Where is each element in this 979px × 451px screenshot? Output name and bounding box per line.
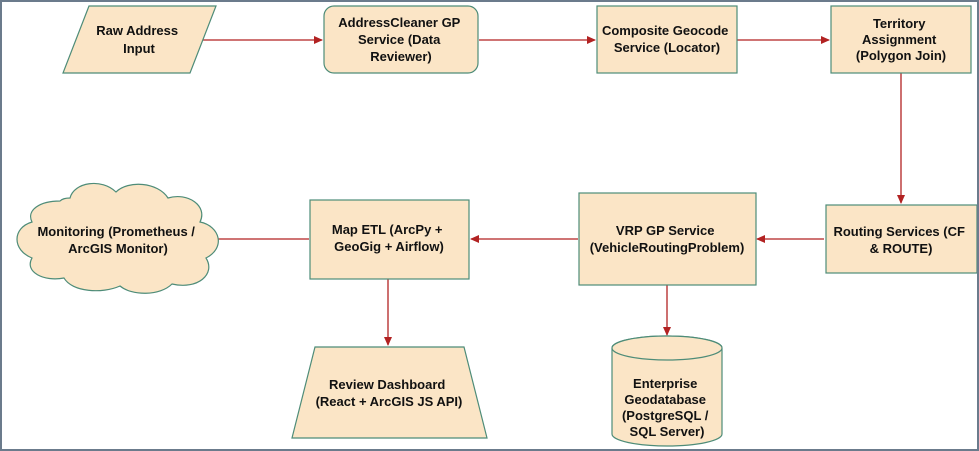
- raw-address-input-label: Raw Address Input: [96, 23, 182, 56]
- routing-services-line-1: Routing Services (CF: [833, 224, 965, 239]
- map-etl-line-2: GeoGig + Airflow): [334, 239, 444, 254]
- territory-assignment-shape[interactable]: [830, 5, 972, 74]
- monitoring-line-2: ArcGIS Monitor): [68, 241, 168, 256]
- raw-address-input-line-1: Raw Address: [96, 23, 178, 38]
- composite-geocode-line-2: Service (Locator): [614, 40, 720, 55]
- geodatabase-line-3: (PostgreSQL /: [622, 408, 709, 423]
- review-dashboard-line-2: (React + ArcGIS JS API): [316, 394, 463, 409]
- labels: Raw Address Input AddressCleaner GP Serv…: [37, 15, 968, 439]
- address-cleaner-label: AddressCleaner GP Service (Data Reviewer…: [338, 15, 464, 64]
- geodatabase-cylinder-top: [611, 335, 723, 361]
- composite-geocode-shape[interactable]: [596, 5, 738, 74]
- raw-address-input-shape[interactable]: [62, 5, 217, 74]
- map-etl-shape[interactable]: [309, 199, 470, 280]
- geodatabase-line-2: Geodatabase: [624, 392, 706, 407]
- geodatabase-label: Enterprise Geodatabase (PostgreSQL / SQL…: [622, 376, 712, 439]
- vrp-gp-service-shape[interactable]: [578, 192, 757, 286]
- review-dashboard-line-1: Review Dashboard: [329, 377, 445, 392]
- monitoring-line-1: Monitoring (Prometheus /: [37, 224, 195, 239]
- raw-address-input-line-2: Input: [123, 41, 155, 56]
- edges: [202, 36, 905, 346]
- review-dashboard-label: Review Dashboard (React + ArcGIS JS API): [316, 377, 463, 409]
- address-cleaner-shape[interactable]: [323, 5, 479, 74]
- address-cleaner-line-1: AddressCleaner GP: [338, 15, 460, 30]
- monitoring-cloud-shape[interactable]: [16, 182, 219, 294]
- map-etl-line-1: Map ETL (ArcPy +: [332, 222, 443, 237]
- territory-assignment-line-1: Territory: [873, 16, 926, 31]
- vrp-gp-service-label: VRP GP Service (VehicleRoutingProblem): [590, 223, 745, 255]
- routing-services-line-2: & ROUTE): [870, 241, 933, 256]
- review-dashboard-shape[interactable]: [291, 346, 488, 439]
- geodatabase-line-4: SQL Server): [630, 424, 705, 439]
- geodatabase-line-1: Enterprise: [633, 376, 697, 391]
- vrp-gp-service-line-2: (VehicleRoutingProblem): [590, 240, 745, 255]
- composite-geocode-label: Composite Geocode Service (Locator): [602, 23, 732, 55]
- vrp-gp-service-line-1: VRP GP Service: [616, 223, 715, 238]
- territory-assignment-label: Territory Assignment (Polygon Join): [856, 16, 946, 63]
- routing-services-shape[interactable]: [825, 204, 977, 274]
- routing-services-label: Routing Services (CF & ROUTE): [833, 224, 968, 256]
- territory-assignment-line-2: Assignment: [862, 32, 937, 47]
- map-etl-label: Map ETL (ArcPy + GeoGig + Airflow): [332, 222, 446, 254]
- composite-geocode-line-1: Composite Geocode: [602, 23, 728, 38]
- address-cleaner-line-2: Service (Data: [358, 32, 441, 47]
- nodes: [16, 5, 977, 447]
- address-cleaner-line-3: Reviewer): [370, 49, 431, 64]
- territory-assignment-line-3: (Polygon Join): [856, 48, 946, 63]
- monitoring-label: Monitoring (Prometheus / ArcGIS Monitor): [37, 224, 198, 256]
